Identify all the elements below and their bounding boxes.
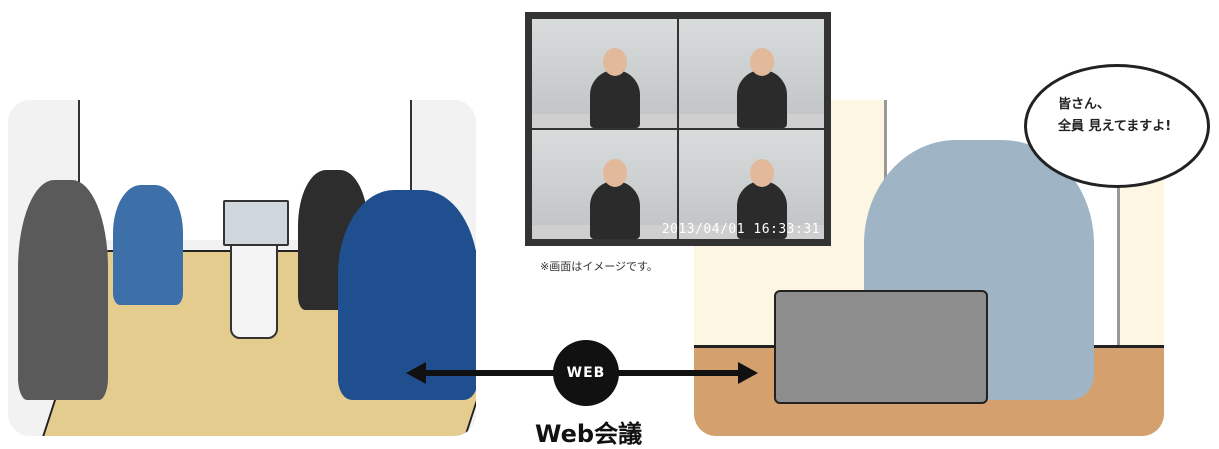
- man-figure-left: [113, 185, 183, 305]
- web-conference-caption: Web会議: [535, 420, 643, 448]
- speech-line-2: 全員 見えてますよ!: [1058, 119, 1172, 134]
- video-tile-3: [532, 130, 677, 239]
- laptop: [774, 290, 988, 404]
- speech-bubble: [1024, 64, 1210, 188]
- web-badge: WEB: [553, 340, 619, 406]
- left-meeting-room-illustration: [8, 100, 476, 436]
- speakerphone-device: [230, 235, 278, 339]
- video-grid: [532, 19, 824, 239]
- video-conference-monitor: 2013/04/01 16:33:31: [525, 12, 831, 246]
- image-note: ※画面はイメージです。: [540, 260, 658, 273]
- video-tile-4: [679, 130, 824, 239]
- arrow-right-icon: [738, 362, 758, 384]
- video-tile-2: [679, 19, 824, 128]
- video-timestamp: 2013/04/01 16:33:31: [661, 222, 820, 237]
- video-tile-1: [532, 19, 677, 128]
- woman-figure: [18, 180, 108, 400]
- arrow-left-icon: [406, 362, 426, 384]
- laptop-screen: [223, 200, 289, 246]
- speech-bubble-text: 皆さん、 全員 見えてますよ!: [1058, 94, 1171, 138]
- speech-line-1: 皆さん、: [1058, 97, 1111, 112]
- right-office-illustration: [694, 100, 1164, 436]
